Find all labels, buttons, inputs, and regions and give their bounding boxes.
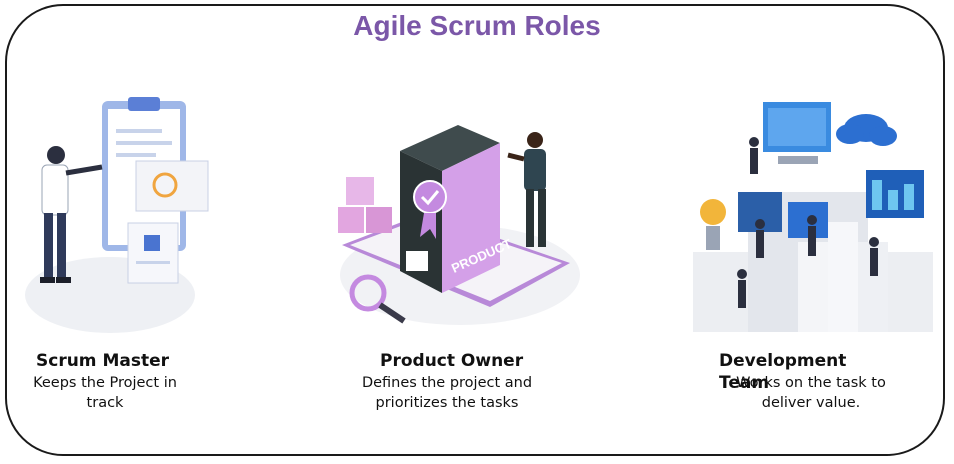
profile-card-icon	[127, 222, 179, 284]
development-team-description: Works on the task to deliver value.	[726, 373, 896, 413]
lightbulb-icon	[700, 199, 726, 250]
person-icon	[40, 146, 103, 283]
development-team-description-line1: Works on the task to	[736, 375, 886, 391]
people-icon	[737, 137, 879, 308]
product-owner-description-line1: Defines the project and	[361, 375, 533, 391]
product-owner-description-line2: prioritizes the tasks	[375, 395, 519, 411]
product-owner-description: Defines the project and prioritizes the …	[346, 373, 548, 413]
dashboard-icon	[866, 170, 924, 218]
scrum-master-illustration	[25, 97, 209, 333]
product-box-icon: PRODUCT	[400, 125, 514, 293]
cloud-icon	[836, 114, 897, 146]
development-team-title-line2: Team	[719, 373, 770, 393]
scrum-master-description-line1: Keeps the Project in	[33, 375, 177, 391]
magnifier-icon	[349, 274, 406, 324]
development-team-description-line2: deliver value.	[761, 395, 861, 411]
product-owner-title: Product Owner	[380, 351, 524, 371]
development-team-illustration	[693, 102, 933, 332]
stairs-icon	[798, 222, 888, 332]
development-team-title-line1: Development	[719, 351, 847, 371]
development-team-title: Development Team	[719, 350, 846, 394]
small-boxes-icon	[338, 177, 392, 233]
document-card-icon	[135, 160, 209, 212]
product-owner-illustration: PRODUCT	[338, 125, 580, 325]
scrum-master-title: Scrum Master	[36, 351, 169, 371]
person-icon	[507, 132, 546, 247]
monitor-icon	[763, 102, 831, 164]
scrum-master-description: Keeps the Project in track	[20, 373, 190, 413]
scrum-master-description-line2: track	[86, 395, 124, 411]
diagram-title: Agile Scrum Roles	[353, 10, 601, 41]
